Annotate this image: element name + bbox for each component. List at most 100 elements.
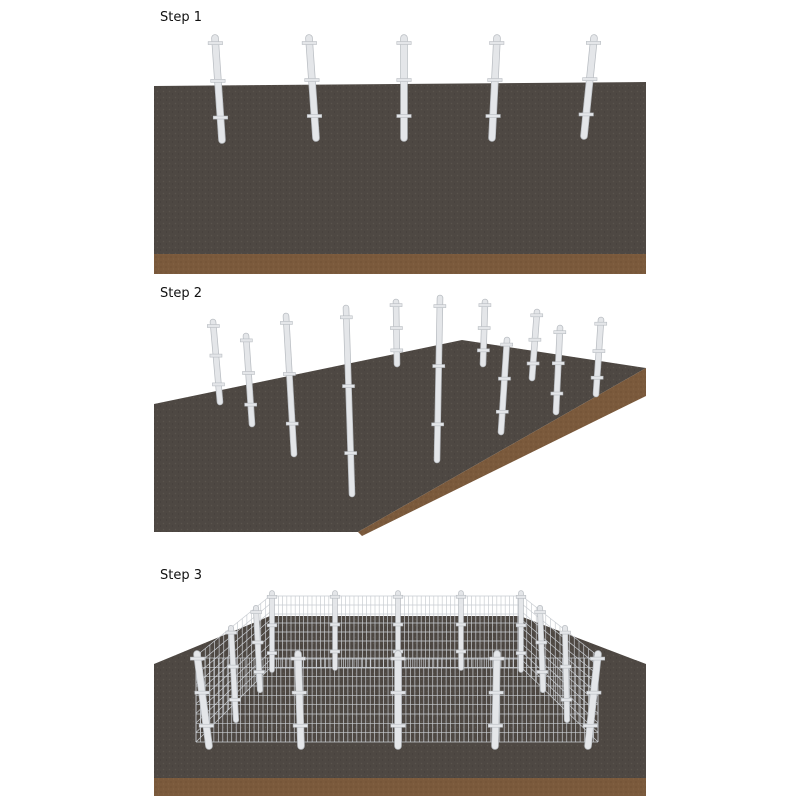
fence-post bbox=[190, 650, 214, 750]
post-clip bbox=[396, 41, 412, 45]
post-clip bbox=[227, 664, 239, 669]
post-clip bbox=[389, 303, 403, 307]
post-clip bbox=[559, 630, 571, 635]
mesh-wire bbox=[521, 619, 599, 685]
post-body bbox=[210, 319, 223, 405]
post-clip bbox=[487, 723, 503, 728]
mesh-wire bbox=[521, 595, 599, 657]
fence-post bbox=[534, 605, 549, 693]
post-clip bbox=[280, 321, 293, 325]
post-clip bbox=[266, 623, 278, 628]
mesh-wire bbox=[521, 603, 599, 666]
step-1-label: Step 1 bbox=[160, 10, 203, 25]
post-clip bbox=[390, 690, 406, 695]
fence-post bbox=[455, 590, 467, 671]
post-clip bbox=[498, 376, 511, 381]
fence-post bbox=[559, 625, 573, 723]
post-clip bbox=[590, 375, 604, 380]
post-clip bbox=[266, 651, 278, 655]
step-1-scene bbox=[154, 34, 646, 274]
post-body bbox=[194, 651, 212, 749]
post-clip bbox=[209, 353, 223, 358]
post-clip bbox=[496, 409, 509, 414]
fence-post bbox=[290, 650, 308, 750]
post-clip bbox=[329, 594, 341, 599]
fence-post bbox=[550, 324, 567, 416]
post-clip bbox=[553, 330, 567, 335]
post-body bbox=[393, 299, 400, 367]
post-clip bbox=[291, 690, 307, 695]
post-clip bbox=[455, 622, 467, 627]
post-body bbox=[343, 305, 355, 497]
post-clip bbox=[292, 723, 308, 728]
post-clip bbox=[306, 114, 322, 118]
post-body bbox=[529, 309, 540, 381]
post-clip bbox=[515, 651, 527, 655]
fence-post bbox=[207, 318, 225, 406]
fence-post bbox=[487, 650, 505, 750]
fence-post bbox=[339, 304, 357, 498]
fence-post bbox=[240, 332, 257, 428]
post-clip bbox=[339, 315, 353, 320]
post-clip bbox=[210, 79, 226, 83]
mesh-wire bbox=[521, 659, 599, 733]
post-clip bbox=[432, 364, 446, 368]
post-clip bbox=[251, 640, 264, 645]
mesh-wire bbox=[521, 635, 599, 705]
step-3-scene bbox=[154, 590, 646, 796]
ground-slab-top bbox=[154, 82, 646, 254]
fence-post bbox=[266, 590, 278, 673]
fence-post bbox=[329, 590, 341, 671]
post-clip bbox=[194, 690, 210, 695]
post-clip bbox=[534, 610, 546, 614]
post-clip bbox=[207, 41, 223, 45]
post-clip bbox=[225, 630, 237, 635]
fence-enclosure bbox=[190, 590, 605, 750]
post-clip bbox=[528, 337, 542, 342]
post-clip bbox=[582, 77, 598, 81]
post-clip bbox=[390, 656, 406, 661]
fence-post bbox=[301, 34, 322, 142]
fence-post bbox=[431, 294, 447, 464]
post-clip bbox=[190, 656, 206, 661]
post-clip bbox=[392, 594, 404, 599]
fence-post bbox=[590, 316, 608, 398]
post-body bbox=[253, 605, 263, 693]
post-clip bbox=[488, 690, 504, 695]
post-clip bbox=[242, 371, 255, 375]
post-clip bbox=[431, 422, 444, 427]
post-clip bbox=[592, 349, 606, 353]
post-body bbox=[498, 337, 510, 435]
post-body bbox=[212, 35, 225, 143]
mesh-wire bbox=[521, 643, 599, 714]
post-clip bbox=[212, 382, 225, 387]
post-clip bbox=[489, 656, 505, 661]
fence-post bbox=[526, 308, 544, 382]
post-clip bbox=[515, 623, 527, 628]
post-clip bbox=[198, 723, 214, 728]
ground-slab-top bbox=[154, 340, 646, 532]
post-clip bbox=[392, 622, 404, 627]
post-clip bbox=[455, 649, 467, 654]
post-clip bbox=[560, 697, 573, 702]
ground-soil-edge bbox=[154, 254, 646, 274]
post-clip bbox=[212, 115, 228, 120]
post-body bbox=[537, 605, 546, 693]
step-2-scene bbox=[154, 294, 646, 536]
fence-post bbox=[582, 650, 605, 750]
post-clip bbox=[582, 723, 598, 728]
post-clip bbox=[250, 610, 262, 614]
mesh-wire bbox=[521, 611, 599, 676]
fence-post bbox=[396, 34, 412, 142]
post-clip bbox=[515, 595, 527, 599]
fence-post bbox=[578, 34, 601, 140]
post-body bbox=[489, 35, 500, 141]
post-clip bbox=[489, 41, 505, 45]
fence-post bbox=[280, 312, 299, 458]
fence-post bbox=[477, 298, 492, 368]
post-clip bbox=[390, 326, 403, 330]
post-body bbox=[283, 313, 297, 457]
post-clip bbox=[240, 338, 253, 343]
post-body bbox=[295, 651, 304, 749]
